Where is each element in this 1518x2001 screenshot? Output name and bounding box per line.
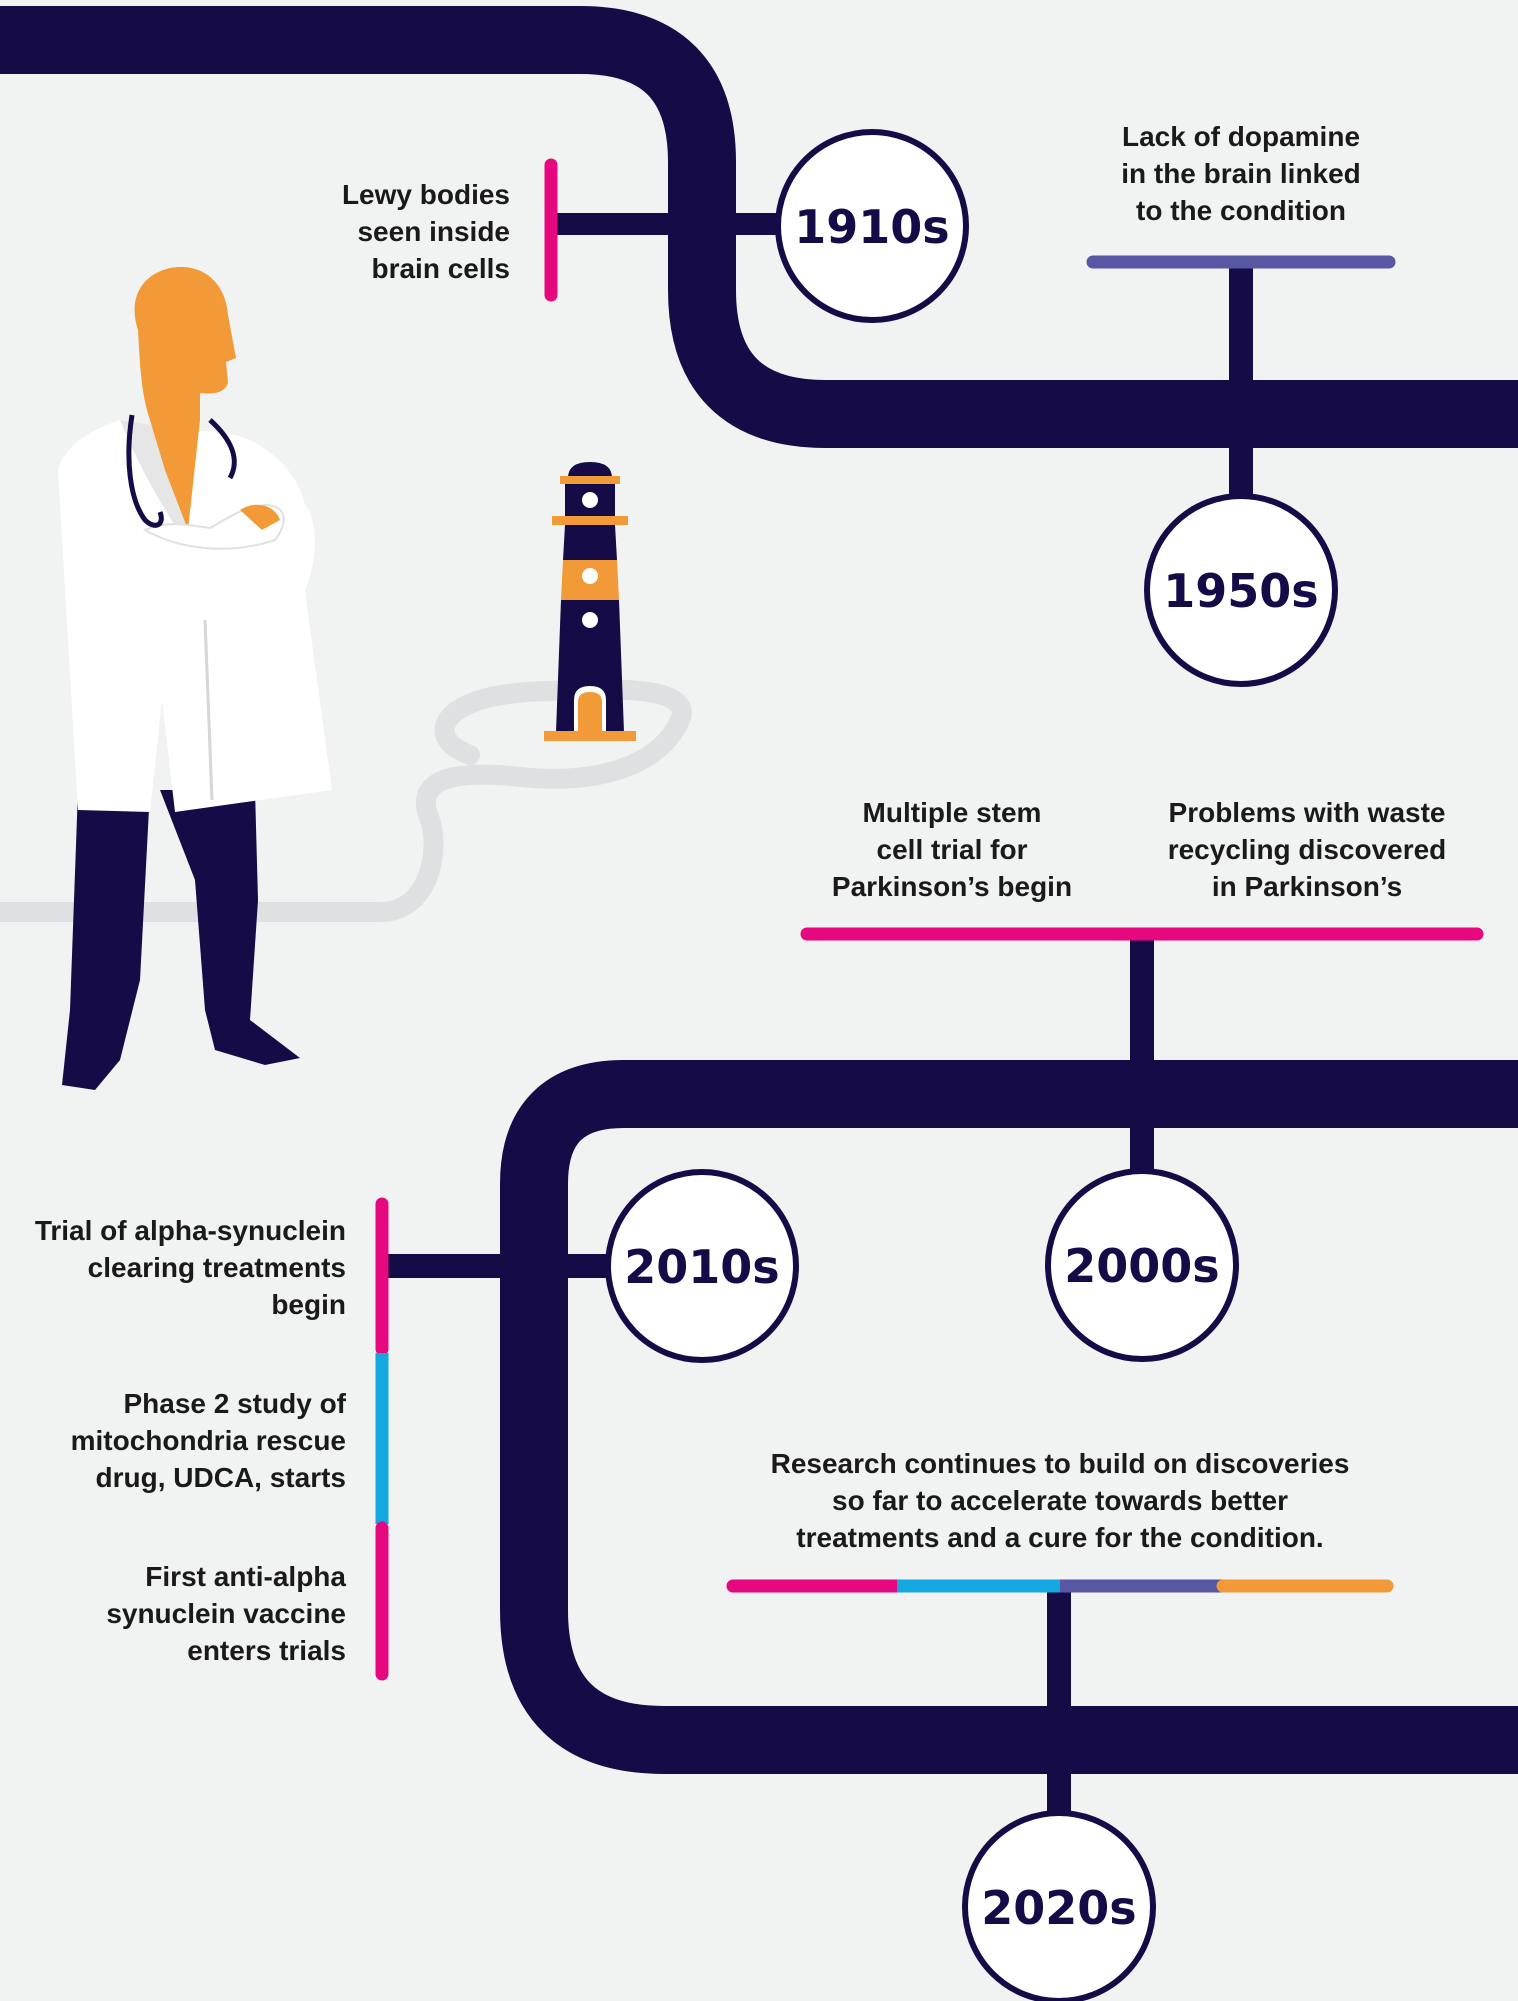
svg-text:2020s: 2020s (981, 1881, 1136, 1935)
doctor-illustration (58, 267, 332, 1090)
timeline-track-lower (500, 1060, 1518, 1774)
event-research-continues: Research continues to build on discoveri… (770, 1448, 1350, 1553)
lighthouse-illustration (544, 462, 636, 741)
svg-text:2000s: 2000s (1064, 1239, 1219, 1293)
decade-node-2010s: 2010s (605, 1169, 799, 1363)
decade-node-1950s: 1950s (1144, 493, 1338, 687)
svg-text:2010s: 2010s (624, 1240, 779, 1294)
winding-path (0, 679, 692, 922)
decade-node-1910s: 1910s (775, 129, 969, 323)
decade-node-2000s: 2000s (1045, 1168, 1239, 1362)
svg-text:1950s: 1950s (1163, 564, 1318, 618)
decade-node-2020s: 2020s (962, 1810, 1156, 2001)
svg-text:1910s: 1910s (794, 200, 949, 254)
